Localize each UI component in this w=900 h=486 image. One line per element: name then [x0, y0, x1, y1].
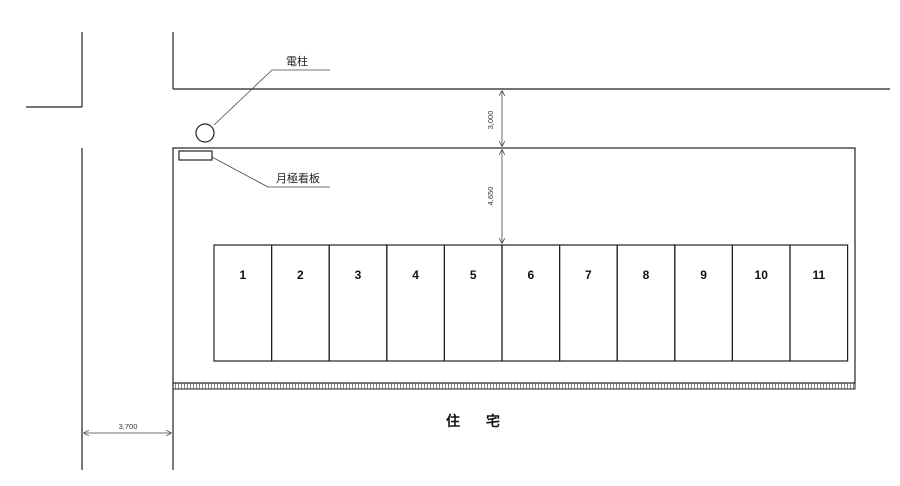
parking-space: 10 — [731, 244, 791, 362]
parking-space-number: 1 — [239, 268, 246, 282]
parking-space-number: 11 — [812, 268, 825, 282]
sign-label: 月極看板 — [276, 171, 320, 185]
road-left-dimension-text: 3,700 — [119, 422, 138, 431]
parking-space-outline — [616, 244, 676, 362]
parking-space-outline — [271, 244, 330, 362]
parking-space: 7 — [558, 244, 618, 362]
parking-space: 5 — [443, 244, 503, 362]
parking-space: 1 — [213, 244, 273, 362]
parking-space-outline — [501, 244, 561, 362]
sign-leader-line — [211, 156, 269, 188]
road-top-dimension-text: 3,000 — [486, 111, 495, 130]
house-label: 住宅 — [446, 413, 526, 430]
parking-space-number: 6 — [527, 268, 534, 282]
parking-space-number: 8 — [643, 268, 650, 282]
parking-space-number: 9 — [700, 268, 707, 282]
parking-space: 11 — [789, 244, 849, 362]
parking-space-number: 5 — [470, 268, 477, 282]
parking-space: 8 — [616, 244, 676, 362]
parking-space: 6 — [501, 244, 561, 362]
parking-spaces: 1 2 3 4 5 6 7 8 9 10 11 — [213, 244, 849, 362]
parking-space-outline — [731, 244, 791, 362]
parking-space-outline — [386, 244, 445, 362]
parking-space-number: 4 — [412, 268, 419, 282]
parking-space-number: 7 — [585, 268, 592, 282]
utility-pole-icon — [195, 123, 215, 143]
monthly-parking-sign-icon — [178, 150, 213, 161]
pole-label: 電柱 — [286, 54, 308, 68]
pole-leader-line — [213, 69, 273, 126]
road-lines — [26, 32, 890, 470]
parking-space: 2 — [271, 244, 330, 362]
parking-space-number: 10 — [755, 268, 769, 282]
parking-space: 9 — [674, 244, 733, 362]
lot-depth-dimension-text: 4,650 — [486, 187, 495, 206]
parking-space-outline — [674, 244, 733, 362]
parking-space-outline — [443, 244, 503, 362]
parking-space: 3 — [328, 244, 388, 362]
parking-space-outline — [789, 244, 849, 362]
boundary-wall — [172, 382, 856, 390]
parking-space-outline — [213, 244, 273, 362]
parking-space-number: 2 — [297, 268, 304, 282]
parking-space-number: 3 — [355, 268, 362, 282]
parking-space: 4 — [386, 244, 445, 362]
parking-space-outline — [558, 244, 618, 362]
parking-space-outline — [328, 244, 388, 362]
